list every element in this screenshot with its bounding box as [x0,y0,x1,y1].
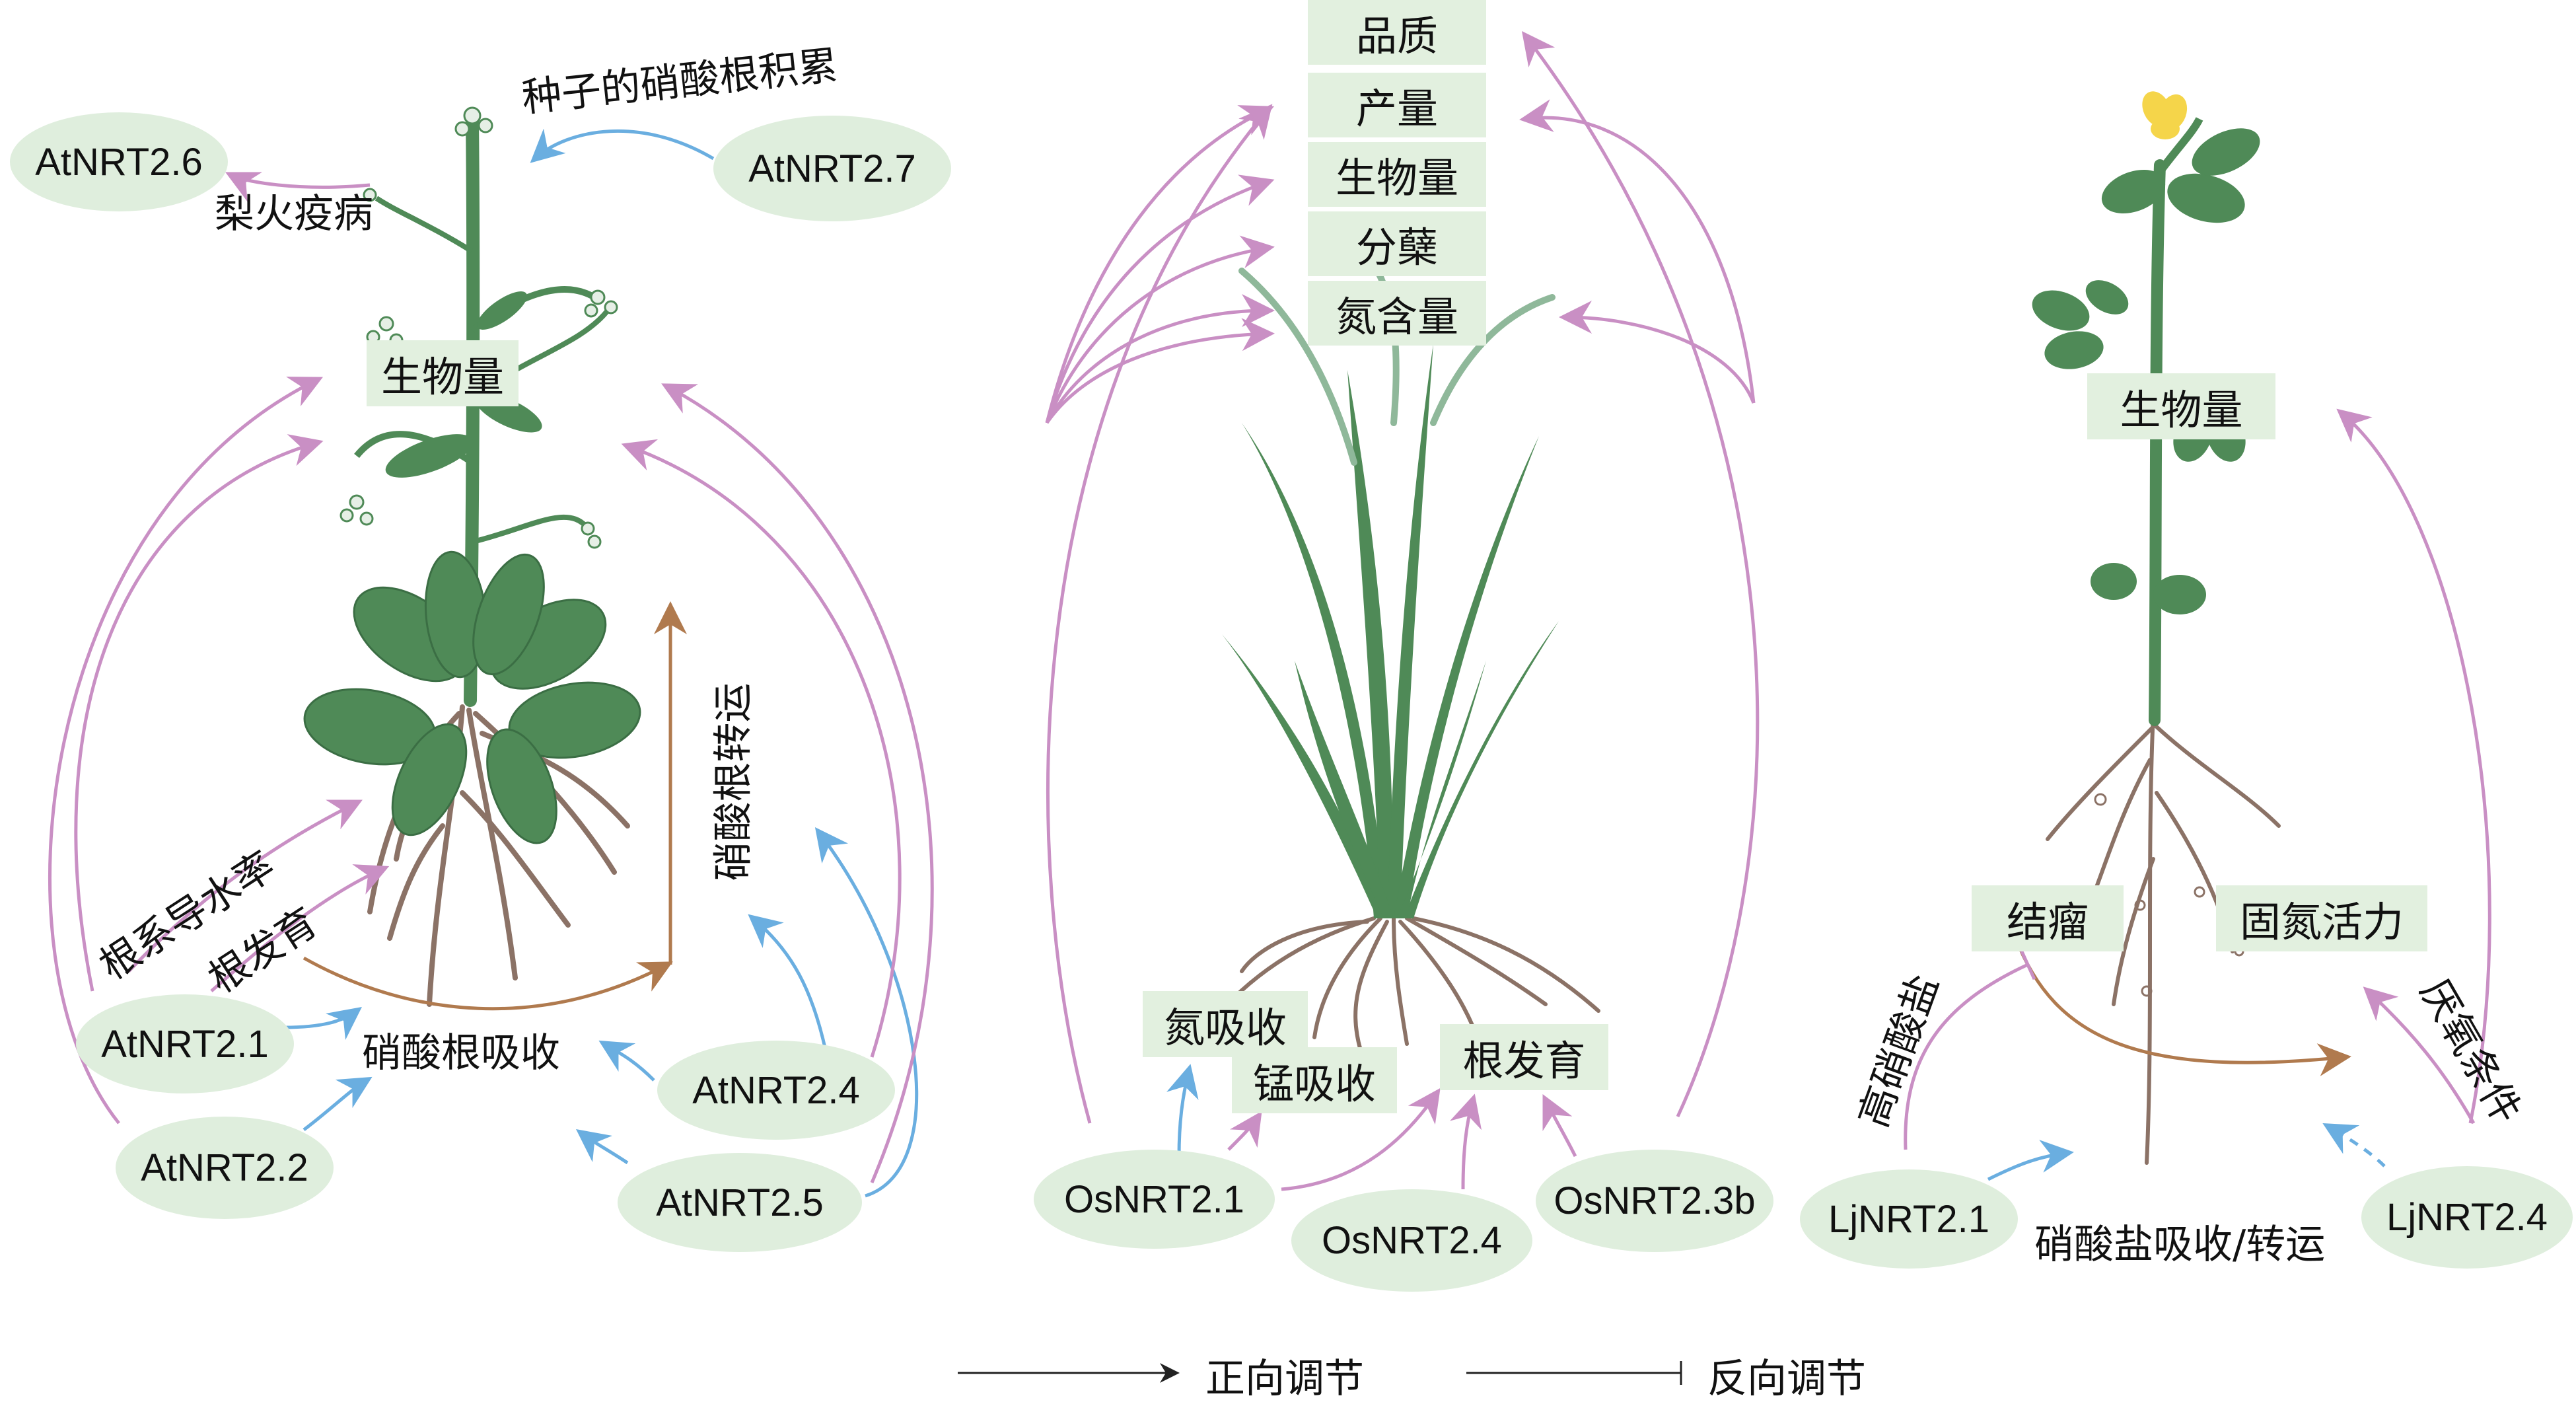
gene-ljnrt24: LjNRT2.4 [2361,1166,2573,1269]
gene-atnrt22: AtNRT2.2 [116,1117,334,1219]
legend-negative-label: 反向调节 [1707,1356,1866,1402]
arrow-atnrt25-uptake [575,1129,629,1165]
rice-arrows [1045,31,1760,1191]
gene-ljnrt21: LjNRT2.1 [1800,1169,2018,1269]
gene-osnrt24: OsNRT2.4 [1291,1189,1532,1292]
trait-rice-yield: 产量 [1308,73,1486,137]
gene-atnrt25: AtNRT2.5 [618,1153,862,1252]
gene-osnrt21: OsNRT2.1 [1034,1150,1275,1249]
arrow-osnrt23b-rootdev [1542,1094,1577,1158]
trait-lotus-biomass: 生物量 [2087,373,2275,439]
lotus-plant [2032,91,2281,1165]
arrow-atnrt21-rootdev [210,864,390,992]
arrow-right-yield [1519,99,1756,404]
trait-rice-quality: 品质 [1308,0,1486,65]
gene-atnrt21: AtNRT2.1 [76,994,294,1093]
arrow-hypoxia-fixation [2363,986,2476,1125]
arrow-right-ncontent [1559,301,1756,404]
trait-lotus-uptake-transport: 硝酸盐吸收/转运 [2034,1222,2326,1268]
legend-graphics [958,1361,1682,1385]
arrow-atnrt22-biomass [48,377,323,1125]
arrow-osnrt21-rootdev [1281,1088,1441,1191]
arrow-ljnrt24-uptake [2322,1123,2386,1167]
inhibit-bar-nodulation [2019,949,2036,980]
arrow-atnrt25-transport [814,827,919,1198]
gene-osnrt23b: OsNRT2.3b [1536,1150,1773,1252]
gene-atnrt24: AtNRT2.4 [657,1041,895,1140]
arrow-osnrt21-mnuptake [1227,1111,1262,1151]
arrow-atnrt25-biomass [661,383,934,1183]
arabidopsis-arrows [48,128,934,1198]
arrow-left-tillering [1045,294,1275,424]
gene-atnrt27: AtNRT2.7 [713,116,951,221]
arrow-left-yield [1045,174,1275,424]
inhibit-highnitrate-nodulation [1904,963,2029,1150]
arrow-osnrt21-quality [1046,104,1273,1124]
rice-plant [1213,261,1600,1053]
trait-rice-rootdev: 根发育 [1440,1024,1608,1090]
arrow-atnrt24-biomass [621,439,902,1058]
gene-atnrt26: AtNRT2.6 [10,112,228,211]
trait-lotus-nodulation: 结瘤 [1972,885,2124,951]
arrow-atnrt26-fireblight [225,172,371,202]
trait-lotus-fixation: 固氮活力 [2216,885,2427,951]
arrow-osnrt24-rootdev [1449,1093,1482,1190]
arrow-ljnrt21-uptake [1987,1140,2074,1181]
arabidopsis-plant [303,106,641,1007]
arrow-osnrt23b-quality [1521,31,1760,1118]
trait-at-uptake: 硝酸根吸收 [362,1030,560,1076]
trait-rice-mnuptake: 锰吸收 [1232,1047,1397,1113]
arrow-atnrt22-uptake [303,1076,373,1131]
trait-rice-ncontent: 氮含量 [1308,281,1486,346]
arrow-atnrt27-seed [530,128,715,163]
arrow-ljnrt24-biomass [2336,408,2491,1124]
arrow-osnrt21-nuptake [1166,1064,1199,1157]
arrow-atnrt24-uptake [598,1040,655,1082]
trait-rice-nuptake: 氮吸收 [1143,991,1308,1057]
trait-rice-tillering: 分蘖 [1308,211,1486,276]
arrow-atnrt21-uptake [283,1007,363,1040]
arrow-atnrt21-biomass [74,434,324,992]
lotus-arrows [1904,408,2491,1181]
arrow-left-quality [1045,105,1275,424]
trait-at-fire-blight: 梨火疫病 [215,191,373,237]
arrow-lotus-cycle [2013,934,2351,1076]
trait-at-biomass: 生物量 [367,340,519,406]
arrow-left-ncontent [1045,318,1275,424]
arrow-atnrt21-hydraulic [127,799,363,973]
trait-at-transport: 硝酸根转运 [710,683,757,881]
arrow-atnrt24-transport [748,914,828,1051]
arrow-left-biomass [1045,235,1275,424]
arrow-uptake-cycle [303,956,673,1011]
legend-positive-label: 正向调节 [1205,1356,1364,1402]
trait-rice-biomass: 生物量 [1308,142,1486,207]
